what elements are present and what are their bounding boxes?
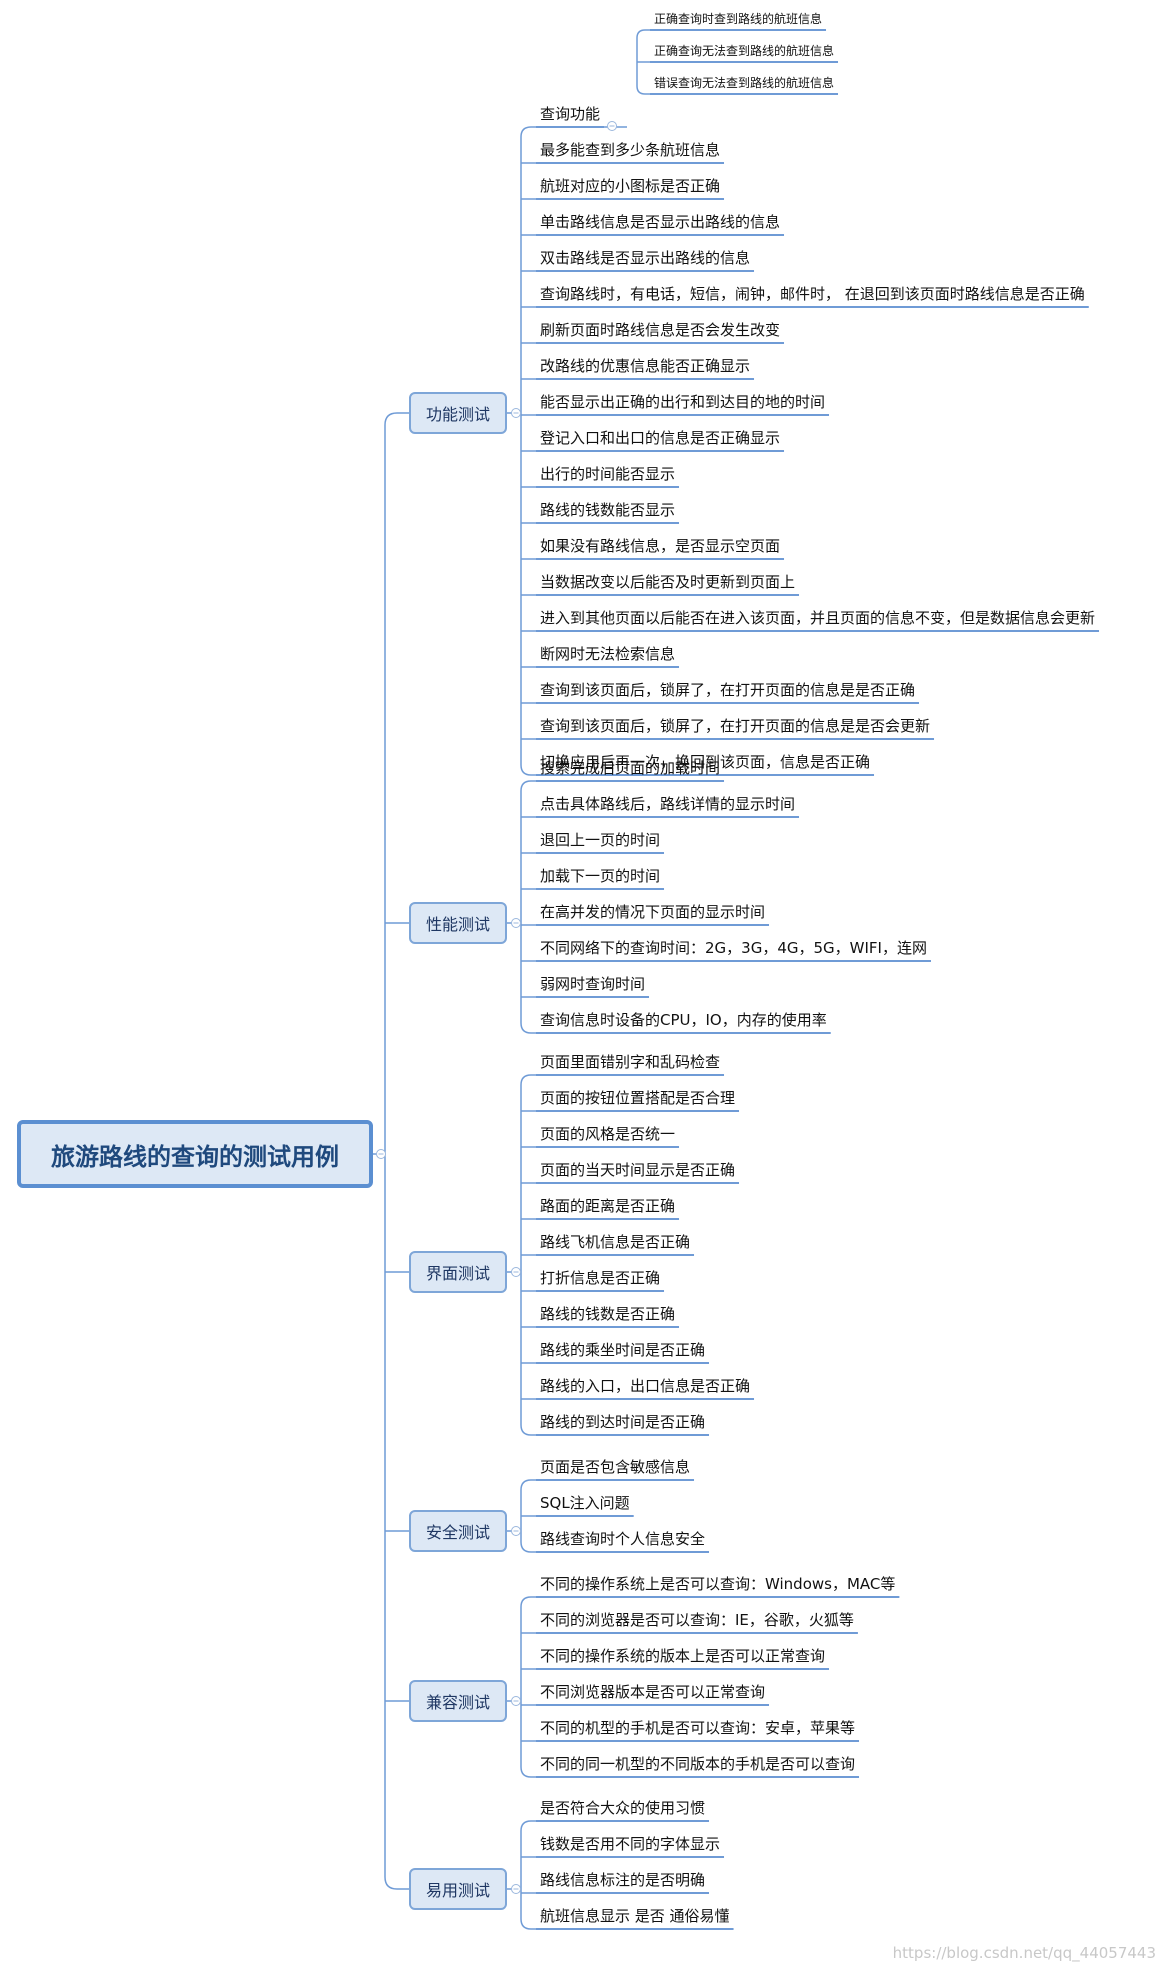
leaf-node[interactable]: 加载下一页的时间 [540,867,661,885]
leaf-node[interactable]: 查询到该页面后，锁屏了，在打开页面的信息是是否正确 [540,681,916,699]
connector-line [636,29,646,39]
leaf-node[interactable]: 页面的当天时间显示是否正确 [540,1161,736,1179]
connector-line [520,1022,532,1034]
leaf-node[interactable]: 最多能查到多少条航班信息 [540,141,721,159]
leaf-node[interactable]: 路线的钱数能否显示 [540,501,676,519]
leaf-node[interactable]: 查询路线时，有电话，短信，闹钟，邮件时， 在退回到该页面时路线信息是否正确 [540,285,1085,303]
leaf-node[interactable]: 路线查询时个人信息安全 [540,1530,706,1548]
leaf-node[interactable]: 刷新页面时路线信息是否会发生改变 [540,321,781,339]
connector-line [384,1876,409,1890]
leaf-node[interactable]: 能否显示出正确的出行和到达目的地的时间 [540,393,826,411]
leaf-node[interactable]: 当数据改变以后能否及时更新到页面上 [540,573,796,591]
connector-line [636,85,646,95]
leaf-node[interactable]: 不同的操作系统上是否可以查询：Windows，MAC等 [540,1575,896,1593]
sub-leaf-node[interactable]: 正确查询时查到路线的航班信息 [654,12,823,26]
connector-line [520,1541,532,1553]
leaf-node[interactable]: 搜索完成后页面的加载时间 [540,759,721,777]
leaf-node[interactable]: 在高并发的情况下页面的显示时间 [540,903,766,921]
leaf-node[interactable]: 查询信息时设备的CPU，IO，内存的使用率 [540,1011,827,1029]
leaf-node[interactable]: 查询功能 [540,105,601,123]
root-node[interactable]: 旅游路线的查询的测试用例 [17,1120,373,1188]
leaf-node[interactable]: 页面的按钮位置搭配是否合理 [540,1089,736,1107]
leaf-node[interactable]: 退回上一页的时间 [540,831,661,849]
leaf-node[interactable]: 钱数是否用不同的字体显示 [540,1835,721,1853]
branch-node[interactable]: 界面测试 [409,1251,507,1293]
leaf-node[interactable]: 如果没有路线信息，是否显示空页面 [540,537,781,555]
connector-line [520,1479,532,1491]
branch-node[interactable]: 功能测试 [409,392,507,434]
leaf-node[interactable]: 弱网时查询时间 [540,975,646,993]
leaf-node[interactable]: 不同的同一机型的不同版本的手机是否可以查询 [540,1755,856,1773]
branch-node[interactable]: 性能测试 [409,902,507,944]
leaf-node[interactable]: 不同的浏览器是否可以查询：IE，谷歌，火狐等 [540,1611,854,1629]
leaf-node[interactable]: 路线飞机信息是否正确 [540,1233,691,1251]
leaf-node[interactable]: 出行的时间能否显示 [540,465,676,483]
connector-line [520,780,532,792]
leaf-node[interactable]: 页面是否包含敏感信息 [540,1458,691,1476]
connector-line [520,1766,532,1778]
leaf-node[interactable]: 不同的机型的手机是否可以查询：安卓，苹果等 [540,1719,856,1737]
branch-node[interactable]: 安全测试 [409,1510,507,1552]
connector-line [520,1596,532,1608]
leaf-node[interactable]: 点击具体路线后，路线详情的显示时间 [540,795,796,813]
leaf-node[interactable]: 双击路线是否显示出路线的信息 [540,249,751,267]
connector-line [520,764,532,776]
leaf-node[interactable]: SQL注入问题 [540,1494,630,1512]
connector-line [384,412,409,426]
leaf-node[interactable]: 查询到该页面后，锁屏了，在打开页面的信息是是否会更新 [540,717,931,735]
leaf-node[interactable]: 页面的风格是否统一 [540,1125,676,1143]
connector-line [520,1820,532,1832]
leaf-node[interactable]: 路线的到达时间是否正确 [540,1413,706,1431]
connector-line [520,1424,532,1436]
leaf-node[interactable]: 路线的入口，出口信息是否正确 [540,1377,751,1395]
leaf-node[interactable]: 路线的钱数是否正确 [540,1305,676,1323]
connector-line [520,1918,532,1930]
leaf-node[interactable]: 改路线的优惠信息能否正确显示 [540,357,751,375]
leaf-node[interactable]: 是否符合大众的使用习惯 [540,1799,706,1817]
sub-leaf-node[interactable]: 正确查询无法查到路线的航班信息 [654,44,835,58]
leaf-node[interactable]: 不同浏览器版本是否可以正常查询 [540,1683,766,1701]
leaf-node[interactable]: 路线的乘坐时间是否正确 [540,1341,706,1359]
sub-leaf-node[interactable]: 错误查询无法查到路线的航班信息 [654,76,835,90]
branch-node[interactable]: 易用测试 [409,1868,507,1910]
leaf-node[interactable]: 登记入口和出口的信息是否正确显示 [540,429,781,447]
leaf-node[interactable]: 打折信息是否正确 [540,1269,661,1287]
watermark: https://blog.csdn.net/qq_44057443 [892,1944,1156,1962]
leaf-node[interactable]: 航班对应的小图标是否正确 [540,177,721,195]
leaf-node[interactable]: 航班信息显示 是否 通俗易懂 [540,1907,730,1925]
leaf-node[interactable]: 页面里面错别字和乱码检查 [540,1053,721,1071]
connector-line [520,1074,532,1086]
leaf-node[interactable]: 进入到其他页面以后能否在进入该页面，并且页面的信息不变，但是数据信息会更新 [540,609,1096,627]
leaf-node[interactable]: 路线信息标注的是否明确 [540,1871,706,1889]
leaf-node[interactable]: 路面的距离是否正确 [540,1197,676,1215]
connector-line [520,126,532,138]
leaf-node[interactable]: 单击路线信息是否显示出路线的信息 [540,213,781,231]
branch-node[interactable]: 兼容测试 [409,1680,507,1722]
leaf-node[interactable]: 断网时无法检索信息 [540,645,676,663]
leaf-node[interactable]: 不同的操作系统的版本上是否可以正常查询 [540,1647,826,1665]
leaf-node[interactable]: 切换应用后再一次，换回到该页面，信息是否正确 [540,753,871,771]
leaf-node[interactable]: 不同网络下的查询时间：2G，3G，4G，5G，WIFI，连网 [540,939,927,957]
